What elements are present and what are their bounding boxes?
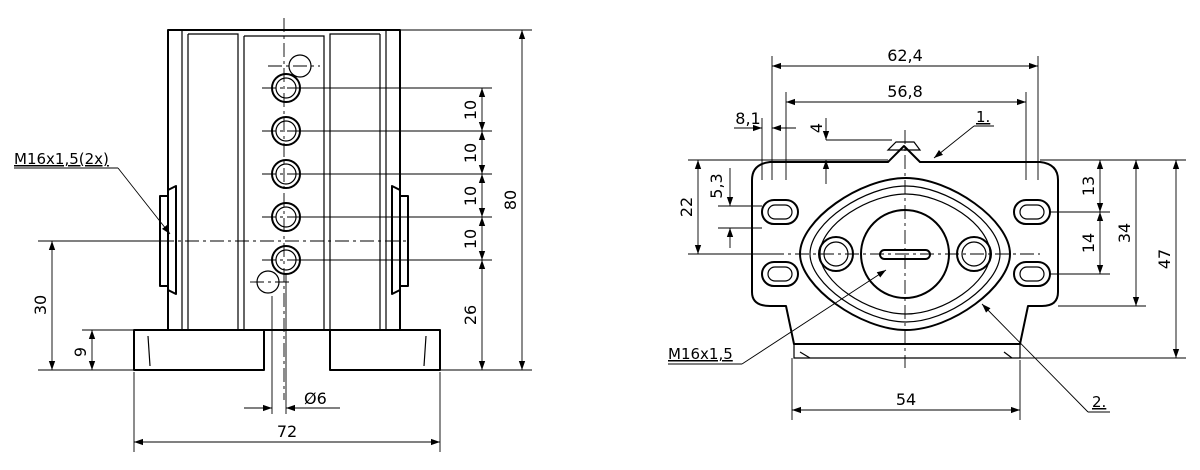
- side-right-dimensions: 13 14 34 47: [1020, 159, 1186, 359]
- dim-pitch-1: 10: [461, 100, 480, 120]
- dim-right-47: 47: [1155, 249, 1174, 269]
- dim-base-height: 9: [71, 347, 90, 357]
- front-height-dimension: 80: [400, 29, 532, 371]
- side-left-dimensions: 22 5,3: [677, 159, 888, 255]
- front-thread-callout: M16x1,5(2x): [14, 150, 171, 235]
- side-item-callouts: 1. 2.: [933, 108, 1110, 413]
- dim-pitch-3: 10: [461, 186, 480, 206]
- side-top-dimensions: 62,4 56,8 8,1 4: [734, 46, 1039, 184]
- dim-right-14: 14: [1079, 233, 1098, 253]
- dim-height: 80: [501, 190, 520, 210]
- front-side-ports: [159, 185, 409, 295]
- side-slots: [761, 199, 1051, 287]
- dim-width: 72: [277, 422, 297, 441]
- dim-boss: 4: [807, 123, 826, 133]
- side-body: [751, 141, 1059, 359]
- front-hole-dimension: Ø6: [244, 274, 340, 414]
- side-view: 62,4 56,8 8,1 4 22 5,3: [668, 46, 1186, 420]
- dim-offset: 8,1: [735, 109, 760, 128]
- item-1-label: 1.: [976, 108, 990, 126]
- dim-right-34: 34: [1115, 223, 1134, 243]
- dim-pitch-2: 10: [461, 143, 480, 163]
- front-pitch-dimensions: 10 10 10 10 26: [300, 87, 492, 371]
- dim-pitch-4: 10: [461, 229, 480, 249]
- front-left-dimensions: 30 9: [31, 240, 160, 371]
- dim-center-height: 30: [31, 295, 50, 315]
- dim-height-left: 22: [677, 197, 696, 217]
- dim-right-13: 13: [1079, 176, 1098, 196]
- side-bottom-dimension: 54: [791, 358, 1021, 420]
- front-view: 10 10 10 10 26 80 30 9 M16x1,5(2x): [14, 18, 532, 452]
- side-thread-callout: M16x1,5: [668, 269, 887, 365]
- dim-width-outer: 62,4: [887, 46, 923, 65]
- front-holes: [250, 54, 320, 294]
- side-thread-label: M16x1,5: [668, 345, 733, 363]
- dim-bottom: 26: [461, 305, 480, 325]
- dim-slot-top: 5,3: [707, 173, 726, 198]
- dim-base-width: 54: [896, 390, 916, 409]
- front-base: [133, 329, 441, 371]
- dim-hole: Ø6: [304, 389, 327, 408]
- item-2-label: 2.: [1092, 393, 1106, 411]
- front-width-dimension: 72: [133, 372, 441, 452]
- dim-width-inner: 56,8: [887, 82, 923, 101]
- front-thread-label: M16x1,5(2x): [14, 150, 109, 168]
